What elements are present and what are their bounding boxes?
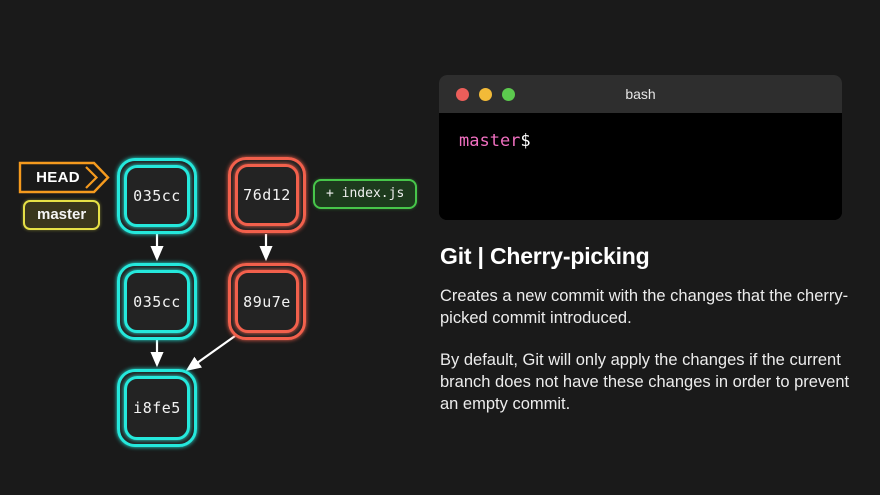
commit-node[interactable]: i8fe5 <box>117 369 197 447</box>
terminal-body[interactable]: master$ <box>439 113 842 220</box>
head-pointer-label: HEAD <box>36 169 80 186</box>
branch-tag-master[interactable]: master <box>23 200 101 230</box>
paragraph: By default, Git will only apply the chan… <box>440 350 850 414</box>
commit-hash-label: 035cc <box>133 292 181 311</box>
prompt-branch: master <box>459 131 521 151</box>
terminal-window[interactable]: bash master$ <box>439 75 842 220</box>
node-inner-ring: 035cc <box>124 270 190 333</box>
node-outer-ring <box>228 263 306 340</box>
commit-node[interactable]: 035cc <box>117 158 197 234</box>
commit-hash-label: i8fe5 <box>133 399 181 417</box>
node-inner-ring: i8fe5 <box>124 376 190 440</box>
head-arrow-icon <box>18 161 110 194</box>
terminal-titlebar: bash <box>439 75 842 113</box>
commit-node[interactable]: 76d12 <box>228 157 306 233</box>
paragraph: Creates a new commit with the changes th… <box>440 287 849 328</box>
prompt-sign: $ <box>520 131 531 151</box>
node-inner-ring: 89u7e <box>235 270 299 333</box>
commit-hash-label: 035cc <box>133 187 181 205</box>
minimize-icon[interactable] <box>479 87 492 101</box>
window-controls <box>456 87 515 101</box>
commit-node[interactable]: 89u7e <box>228 263 306 340</box>
node-inner-ring: 035cc <box>124 165 190 227</box>
commit-hash-label: 89u7e <box>243 292 291 311</box>
node-inner-ring: 76d12 <box>235 164 299 226</box>
page-title: Git | Cherry-picking <box>440 243 650 269</box>
explanation-panel: Git | Cherry-picking Creates a new commi… <box>440 243 850 415</box>
node-outer-ring <box>117 369 197 447</box>
maximize-icon[interactable] <box>502 87 515 101</box>
terminal-title: bash <box>625 86 656 102</box>
close-icon[interactable] <box>456 87 469 101</box>
commit-node[interactable]: 035cc <box>117 263 197 340</box>
edge-n4-n5 <box>185 335 236 372</box>
file-change-badge: + index.js <box>313 179 418 209</box>
node-outer-ring <box>117 158 197 234</box>
node-outer-ring <box>117 263 197 340</box>
node-outer-ring <box>228 157 306 233</box>
graph-edges <box>150 234 273 372</box>
head-pointer[interactable]: HEAD <box>18 161 110 194</box>
commit-hash-label: 76d12 <box>243 186 291 204</box>
git-commit-graph: HEAD master + index.js 035cc 76d12 035cc <box>0 0 430 495</box>
